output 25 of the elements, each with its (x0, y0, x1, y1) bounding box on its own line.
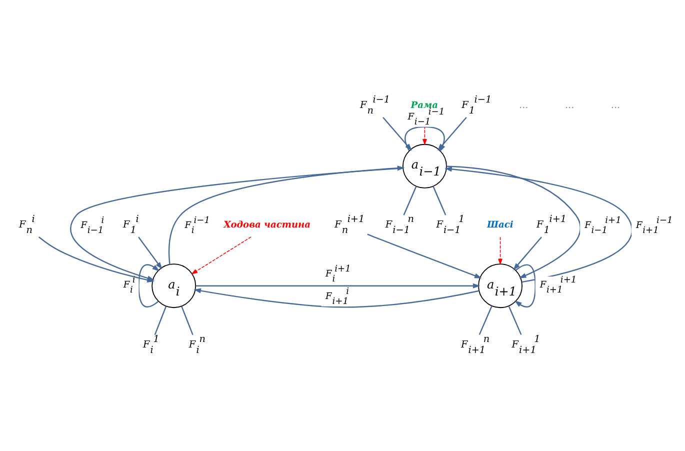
connector (508, 305, 522, 334)
arrow (514, 264, 536, 307)
arrow (138, 236, 162, 269)
connector (403, 186, 417, 215)
arrow (446, 165, 581, 278)
connector (181, 306, 194, 335)
arrow (438, 116, 467, 150)
arrow (444, 166, 632, 282)
connector (154, 306, 167, 335)
node-text: Ходова частина (224, 219, 310, 230)
arrow (367, 233, 482, 278)
connector (432, 186, 446, 215)
node-text: Рама (410, 99, 438, 110)
arrow (168, 165, 405, 264)
node-text: Шасі (486, 219, 514, 230)
arrow (138, 264, 160, 307)
connector (478, 305, 492, 334)
label: ... (610, 99, 620, 110)
arrow (196, 282, 480, 288)
label: ... (564, 99, 574, 110)
label: ... (519, 99, 528, 110)
arrow (191, 236, 252, 274)
arrow (194, 288, 479, 308)
arrow (498, 236, 503, 265)
arrow (513, 236, 542, 270)
